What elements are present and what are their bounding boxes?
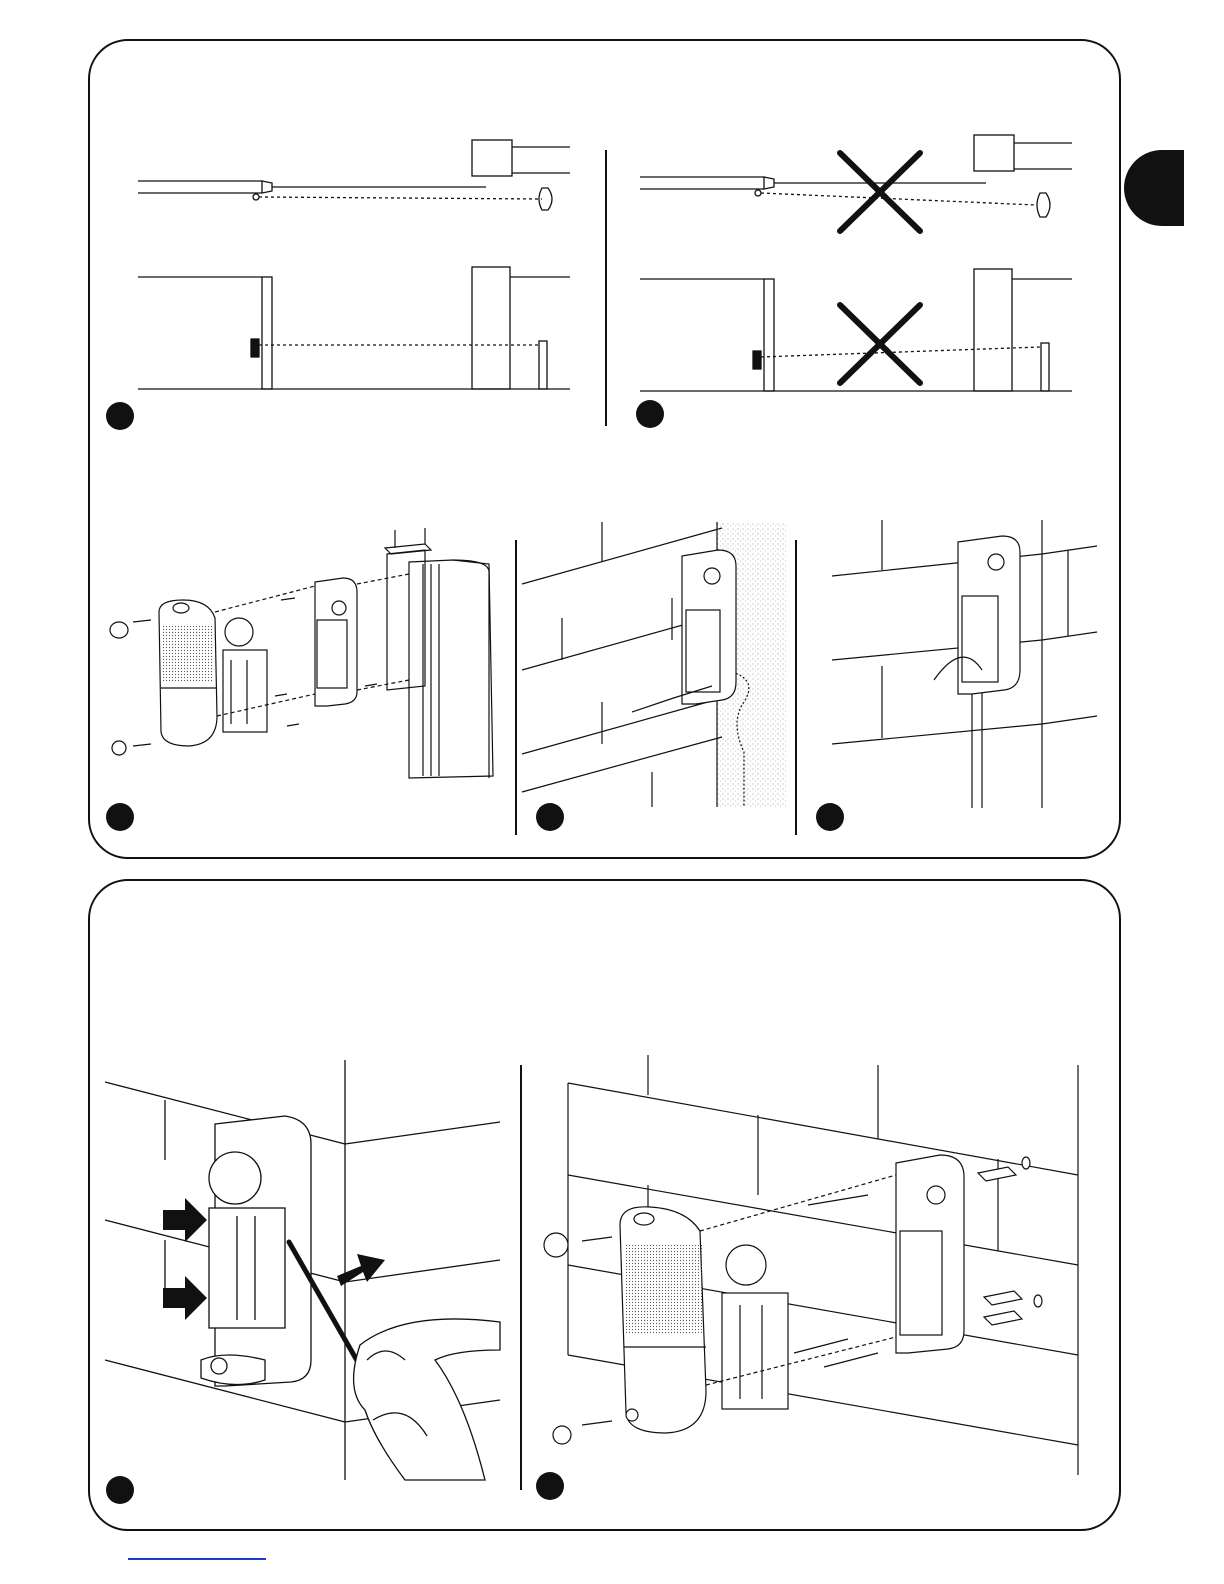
lens-module [225, 618, 253, 646]
photocell-top-view [755, 190, 761, 196]
arrow-icon [163, 1276, 207, 1320]
mounting-bracket [387, 550, 425, 690]
divider [520, 1065, 522, 1490]
photocell-front-view [753, 351, 761, 369]
gate-front-view [262, 277, 272, 389]
screw [582, 1237, 612, 1241]
screw-cap [544, 1233, 568, 1257]
wall-plug [984, 1311, 1022, 1325]
figure-wall-mount-pipe [832, 520, 1097, 808]
arrow-icon [163, 1198, 207, 1242]
figure-marker [536, 1472, 564, 1500]
figure-incorrect-alignment [632, 135, 1082, 400]
screw [824, 1353, 878, 1367]
post-top-view [974, 135, 1014, 171]
wrong-mark-icon [840, 153, 920, 231]
screw-cap [553, 1426, 571, 1444]
figure-marker [536, 803, 564, 831]
photocell-top-view [253, 194, 259, 200]
reflector-top-view [539, 188, 552, 210]
figure-marker [106, 803, 134, 831]
divider [515, 540, 517, 835]
photocell-base [682, 550, 736, 704]
column-front-view [539, 341, 547, 389]
screw-cap [112, 741, 126, 755]
figure-marker [106, 402, 134, 430]
lens-module [726, 1245, 766, 1285]
photocell-front-view [251, 339, 259, 357]
wall-plug [984, 1291, 1022, 1305]
circuit-board [223, 650, 267, 732]
gate-front-view [764, 279, 774, 391]
mounting-column [409, 560, 493, 778]
screw [794, 1339, 848, 1353]
circuit-board [722, 1293, 788, 1409]
figure-marker [816, 803, 844, 831]
pillar-front-view [472, 267, 510, 389]
column-front-view [1041, 343, 1049, 391]
circuit-board [209, 1208, 285, 1328]
figure-marker [106, 1476, 134, 1504]
footer-rule [128, 1558, 266, 1560]
wall-plug [978, 1167, 1016, 1181]
hand [354, 1319, 500, 1480]
screw [582, 1421, 612, 1425]
section-tab [1124, 150, 1184, 226]
reflector-top-view [1037, 193, 1050, 217]
divider [605, 150, 607, 426]
photocell-base [315, 578, 357, 706]
figure-exploded-column-mount [105, 520, 505, 790]
divider [795, 540, 797, 835]
screw-cap [110, 622, 128, 638]
figure-exploded-wall-mount [538, 1055, 1098, 1480]
figure-remove-board [105, 1060, 500, 1480]
wrong-mark-icon [840, 305, 920, 383]
lens-module [209, 1152, 261, 1204]
post-top-view [472, 140, 512, 176]
photocell-base [958, 536, 1020, 694]
pillar-front-view [974, 269, 1012, 391]
figure-wall-mount-conduit [522, 522, 787, 807]
figure-marker [636, 400, 664, 428]
screw [808, 1195, 868, 1205]
arrow-icon [337, 1254, 385, 1286]
figure-correct-alignment [130, 135, 580, 400]
